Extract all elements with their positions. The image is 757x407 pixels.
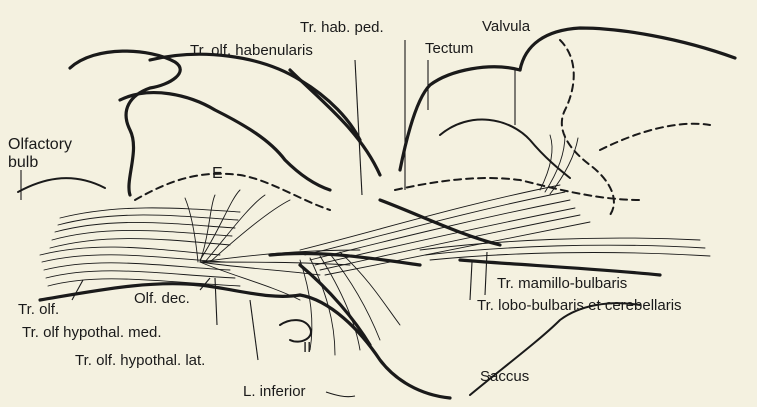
label-saccus: Saccus: [480, 369, 529, 385]
leader-lines: [21, 40, 515, 397]
label-optic-nerve-ii: II: [303, 340, 311, 356]
cerebellum-outline: [520, 28, 735, 70]
olfactory-bulb-outline: [18, 178, 105, 192]
pallium-outline: [120, 93, 330, 190]
label-l-inferior: L. inferior: [243, 384, 306, 400]
label-olfactory-bulb: Olfactory bulb: [8, 136, 72, 172]
dashed-boundary-4: [600, 124, 710, 150]
label-tr-lobo-bulbaris: Tr. lobo-bulbaris et cerebellaris: [477, 298, 682, 314]
label-valvula: Valvula: [482, 19, 530, 35]
forebrain-outline: [70, 51, 180, 195]
label-tr-olf-hypothal-med: Tr. olf hypothal. med.: [22, 325, 162, 341]
dashed-boundary-3: [560, 40, 614, 215]
label-tr-hab-ped: Tr. hab. ped.: [300, 20, 384, 36]
valvula-outline: [440, 120, 570, 178]
label-tectum: Tectum: [425, 41, 473, 57]
dashed-boundary-2: [395, 178, 640, 200]
label-olf-dec: Olf. dec.: [134, 291, 190, 307]
hypothalamus-outline: [300, 295, 450, 398]
brain-outline: [18, 28, 735, 398]
label-tr-olf-hypothal-lat: Tr. olf. hypothal. lat.: [75, 353, 205, 369]
tectum-outline: [400, 67, 520, 170]
dashed-boundary-1: [135, 174, 330, 210]
label-tr-olf: Tr. olf.: [18, 302, 59, 318]
label-tr-olf-habenularis: Tr. olf. habenularis: [190, 43, 313, 59]
label-region-e: E: [212, 166, 223, 182]
label-tr-mamillo-bulbaris: Tr. mamillo-bulbaris: [497, 276, 627, 292]
habenula-stalk: [290, 70, 380, 175]
